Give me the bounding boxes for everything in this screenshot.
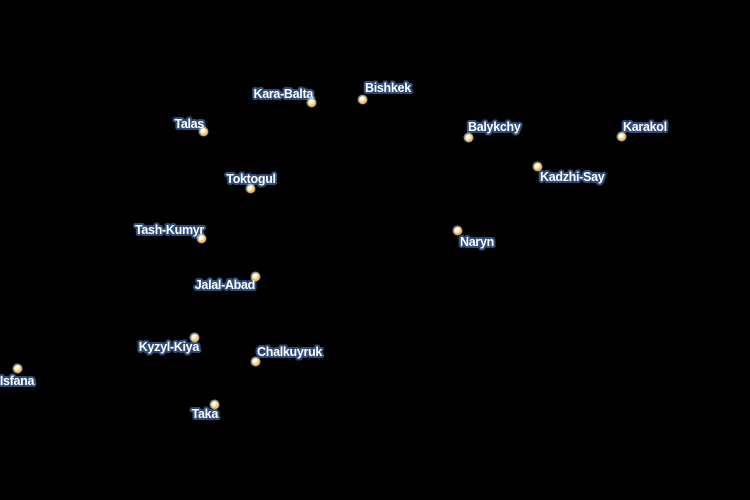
city-label-taka[interactable]: Taka xyxy=(191,407,219,421)
city-label-talas[interactable]: Talas xyxy=(174,117,204,131)
city-label-isfana[interactable]: Isfana xyxy=(0,374,35,388)
city-label-kara-balta[interactable]: Kara-Balta xyxy=(253,87,313,101)
city-marker-bishkek[interactable] xyxy=(359,96,367,104)
city-marker-jalal-abad[interactable] xyxy=(252,273,260,281)
city-label-jalal-abad[interactable]: Jalal-Abad xyxy=(194,278,256,292)
city-marker-kara-balta[interactable] xyxy=(308,99,316,107)
city-marker-karakol[interactable] xyxy=(618,133,626,141)
city-marker-isfana[interactable] xyxy=(14,365,22,373)
city-label-tash-kumyr[interactable]: Tash-Kumyr xyxy=(134,223,204,237)
city-label-naryn[interactable]: Naryn xyxy=(460,235,494,249)
city-marker-naryn[interactable] xyxy=(454,227,462,235)
city-marker-taka[interactable] xyxy=(211,401,219,409)
city-marker-chalkuyruk[interactable] xyxy=(252,358,260,366)
city-label-karakol[interactable]: Karakol xyxy=(623,120,667,134)
city-marker-balykchy[interactable] xyxy=(465,134,473,142)
city-label-toktogul[interactable]: Toktogul xyxy=(226,172,276,186)
city-label-bishkek[interactable]: Bishkek xyxy=(365,81,411,95)
city-marker-kadzhi-say[interactable] xyxy=(534,163,542,171)
city-label-kyzyl-kiya[interactable]: Kyzyl-Kiya xyxy=(138,340,200,354)
city-marker-toktogul[interactable] xyxy=(247,185,255,193)
city-marker-kyzyl-kiya[interactable] xyxy=(191,334,199,342)
city-label-chalkuyruk[interactable]: Chalkuyruk xyxy=(257,345,323,359)
city-marker-talas[interactable] xyxy=(200,128,208,136)
city-label-kadzhi-say[interactable]: Kadzhi-Say xyxy=(540,170,605,184)
city-label-balykchy[interactable]: Balykchy xyxy=(468,120,521,134)
city-marker-tash-kumyr[interactable] xyxy=(198,235,206,243)
